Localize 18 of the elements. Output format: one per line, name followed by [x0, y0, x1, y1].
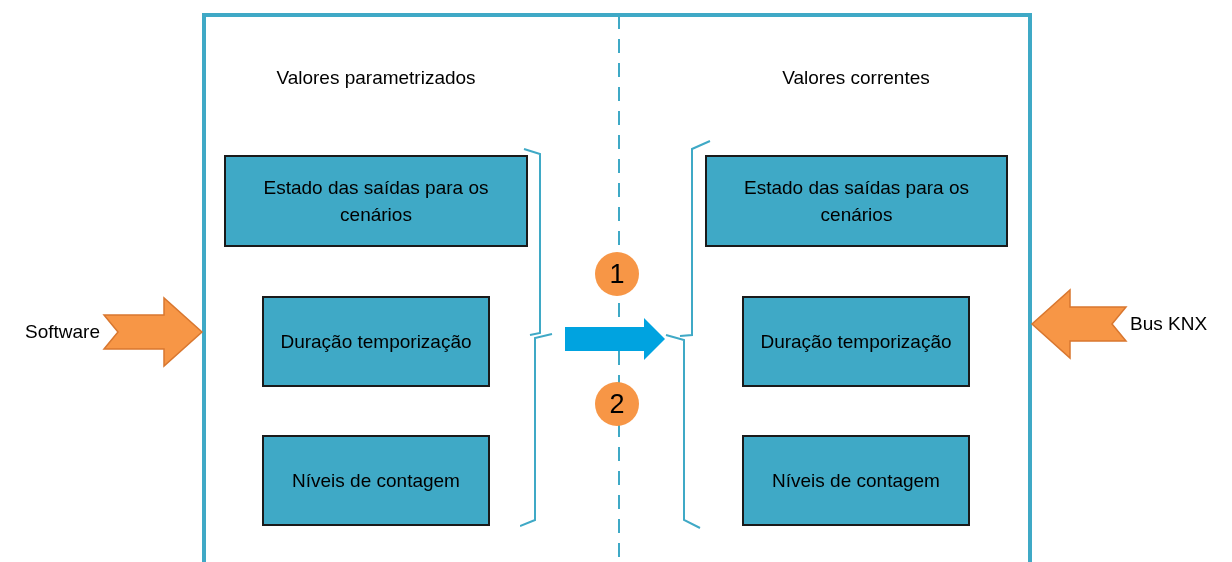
process-box: Estado das saídas para os cenários [224, 155, 528, 247]
block-arrow [565, 318, 665, 360]
step-number: 1 [595, 252, 639, 296]
process-box: Duração temporização [262, 296, 490, 387]
source-label: Software [4, 308, 100, 356]
column-heading: Valores correntes [781, 66, 931, 90]
curly-bracket [520, 148, 553, 528]
block-arrow [102, 296, 204, 368]
process-box: Níveis de contagem [742, 435, 970, 526]
process-box: Estado das saídas para os cenários [705, 155, 1008, 247]
block-arrow [1030, 288, 1128, 360]
process-box: Duração temporização [742, 296, 970, 387]
step-number: 2 [595, 382, 639, 426]
source-label: Bus KNX [1130, 310, 1230, 338]
panel-frame [202, 13, 1032, 562]
curly-bracket [665, 140, 711, 530]
column-heading: Valores parametrizados [275, 66, 477, 90]
process-box: Níveis de contagem [262, 435, 490, 526]
